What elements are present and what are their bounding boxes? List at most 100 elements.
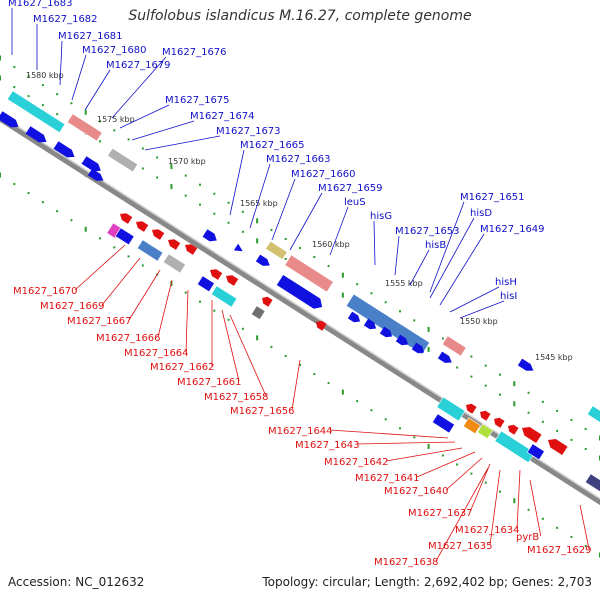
gene-arrow [395,334,409,346]
reverse-gene-label[interactable]: M1627_1661 [177,377,242,388]
reverse-gene-label[interactable]: M1627_1670 [13,286,78,297]
forward-label-leader [249,163,271,229]
reverse-gene-label[interactable]: M1627_1664 [124,348,189,359]
gene-box [210,285,238,308]
gene-box-shape [586,405,600,426]
reverse-gene-label[interactable]: M1627_1662 [150,362,215,373]
forward-gene-label[interactable]: M1627_1649 [480,224,545,235]
gene-box-shape [162,253,186,274]
forward-label-leader [439,233,485,306]
gene-arrow-shape [411,342,425,354]
gene-arrow [202,229,217,242]
gene-box-shape [462,417,481,435]
forward-gene-label[interactable]: M1627_1653 [395,226,460,237]
reverse-gene-label[interactable]: M1627_1666 [96,333,161,344]
scale-label: 1580 kbp [26,71,64,80]
forward-label-leader [144,135,221,151]
forward-gene-label[interactable]: M1627_1679 [106,60,171,71]
scale-label: 1565 kbp [240,199,278,208]
reverse-gene-label[interactable]: M1627_1669 [40,301,105,312]
forward-label-leader [449,286,500,313]
gene-box [6,90,66,134]
gene-box-shape [436,396,466,422]
gene-box [114,227,135,246]
gene-box-shape [210,285,238,308]
forward-gene-label[interactable]: M1627_1665 [240,140,305,151]
forward-gene-label[interactable]: hisG [370,211,392,222]
gene-arrow-shape [233,243,243,252]
gene-arrow [411,342,425,354]
forward-gene-label[interactable]: M1627_1675 [165,95,230,106]
gene-arrow [262,296,273,307]
reverse-label-leader [469,463,491,513]
reverse-gene-label[interactable]: M1627_1640 [384,486,449,497]
forward-gene-label[interactable]: M1627_1683 [8,0,73,9]
forward-gene-label[interactable]: hisB [425,240,446,251]
reverse-gene-label[interactable]: M1627_1637 [408,508,473,519]
gene-arrow [210,269,223,280]
gene-box [476,423,494,440]
forward-gene-label[interactable]: M1627_1660 [291,169,356,180]
reverse-gene-label[interactable]: M1627_1641 [355,473,420,484]
reverse-label-leader [579,504,590,550]
gene-box-shape [250,305,266,321]
forward-gene-label[interactable]: M1627_1681 [58,31,123,42]
reverse-label-leader [221,309,240,382]
gene-arrow-shape [517,358,534,371]
forward-gene-label[interactable]: M1627_1673 [216,126,281,137]
reverse-label-leader [385,447,463,462]
reverse-gene-label[interactable]: M1627_1638 [374,557,439,568]
reverse-label-leader [101,257,141,306]
gene-arrow-shape [81,156,101,172]
gene-arrow [363,318,377,330]
gene-arrow [185,244,198,255]
forward-gene-label[interactable]: hisD [470,208,492,219]
gene-arrow-shape [548,439,568,455]
gene-arrow [494,417,505,428]
forward-label-leader [373,220,376,266]
gene-box-shape [476,423,494,440]
gene-box-shape [441,335,467,357]
gene-arrow-shape [136,221,149,232]
gene-box [494,430,536,464]
gene-arrow [508,424,519,435]
reverse-gene-label[interactable]: M1627_1629 [527,545,592,556]
accession-text: Accession: NC_012632 [8,575,145,589]
gene-arrow-shape [53,141,75,158]
forward-gene-label[interactable]: M1627_1659 [318,183,383,194]
forward-gene-label[interactable]: M1627_1682 [33,14,98,25]
forward-label-leader [409,249,430,286]
forward-gene-label[interactable]: M1627_1676 [162,47,227,58]
reverse-gene-label[interactable]: M1627_1644 [268,426,333,437]
scale-label: 1555 kbp [385,279,423,288]
reverse-gene-label[interactable]: M1627_1643 [295,440,360,451]
forward-gene-label[interactable]: leuS [344,197,366,208]
gene-arrow [0,111,19,128]
forward-gene-label[interactable]: hisH [495,277,517,288]
reverse-gene-label[interactable]: M1627_1656 [230,406,295,417]
reverse-gene-label[interactable]: M1627_1634 [455,525,520,536]
reverse-gene-label[interactable]: M1627_1642 [324,457,389,468]
reverse-gene-label[interactable]: pyrB [516,532,539,543]
reverse-label-leader [529,479,542,537]
reverse-label-leader [291,359,301,411]
forward-gene-label[interactable]: hisI [500,291,517,302]
reverse-gene-label[interactable]: M1627_1635 [428,541,493,552]
forward-gene-label[interactable]: M1627_1651 [460,192,525,203]
reverse-gene-label[interactable]: M1627_1658 [204,392,269,403]
forward-gene-label[interactable]: M1627_1663 [266,154,331,165]
gene-arrow-shape [168,239,181,250]
gene-arrow-shape [210,269,223,280]
gene-box [107,147,139,173]
gene-box [250,305,266,321]
forward-gene-labels: M1627_1683M1627_1682M1627_1681M1627_1680… [8,0,545,319]
forward-label-leader [59,40,63,86]
gene-box-shape [431,413,455,434]
forward-gene-label[interactable]: M1627_1674 [190,111,255,122]
reverse-gene-label[interactable]: M1627_1667 [67,316,132,327]
reverse-label-leader [356,441,456,445]
gene-arrow [480,410,491,421]
gene-arrow [136,221,149,232]
forward-gene-label[interactable]: M1627_1680 [82,45,147,56]
